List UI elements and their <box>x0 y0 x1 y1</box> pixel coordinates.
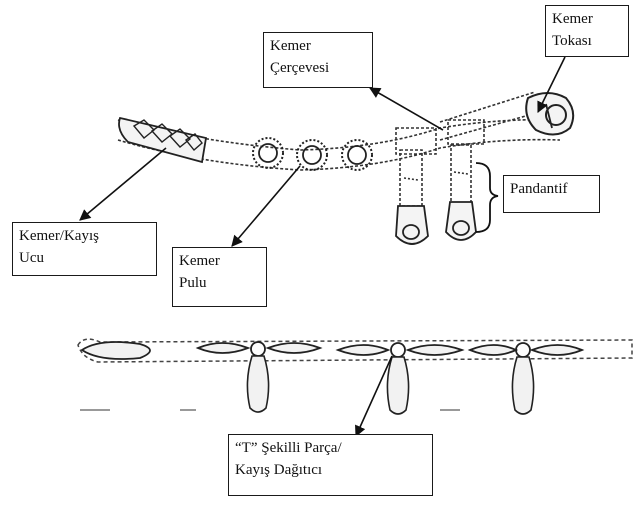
belt-scales <box>252 137 373 171</box>
label-belt-buckle: Kemer Tokası <box>545 5 629 57</box>
belt-buckle <box>525 92 575 136</box>
label-belt-scale-line2: Pulu <box>179 275 207 291</box>
leader-arrows <box>79 56 566 438</box>
label-belt-frame-line1: Kemer <box>270 38 311 54</box>
label-belt-frame: Kemer Çerçevesi <box>263 32 373 88</box>
label-belt-tip: Kemer/Kayış Ucu <box>12 222 157 276</box>
pendants <box>395 144 477 245</box>
label-t-shaped-part-line1: “T” Şekilli Parça/ <box>235 440 342 456</box>
label-belt-tip-line1: Kemer/Kayış <box>19 228 99 244</box>
label-pendant-line1: Pandantif <box>510 181 568 197</box>
pendant-bracket <box>475 162 499 233</box>
label-belt-buckle-line1: Kemer <box>552 11 593 27</box>
label-t-shaped-part-line2: Kayış Dağıtıcı <box>235 462 323 478</box>
label-belt-scale: Kemer Pulu <box>172 247 267 307</box>
belt-frame-segment <box>395 119 485 155</box>
top-belt <box>117 91 561 171</box>
label-pendant: Pandantif <box>503 175 600 213</box>
label-belt-tip-line2: Ucu <box>19 250 44 266</box>
label-t-shaped-part: “T” Şekilli Parça/ Kayış Dağıtıcı <box>228 434 433 496</box>
label-belt-scale-line1: Kemer <box>179 253 220 269</box>
label-belt-buckle-line2: Tokası <box>552 33 592 49</box>
belt-tip <box>118 116 208 164</box>
label-belt-frame-line2: Çerçevesi <box>270 60 330 76</box>
bottom-belt <box>77 338 633 415</box>
